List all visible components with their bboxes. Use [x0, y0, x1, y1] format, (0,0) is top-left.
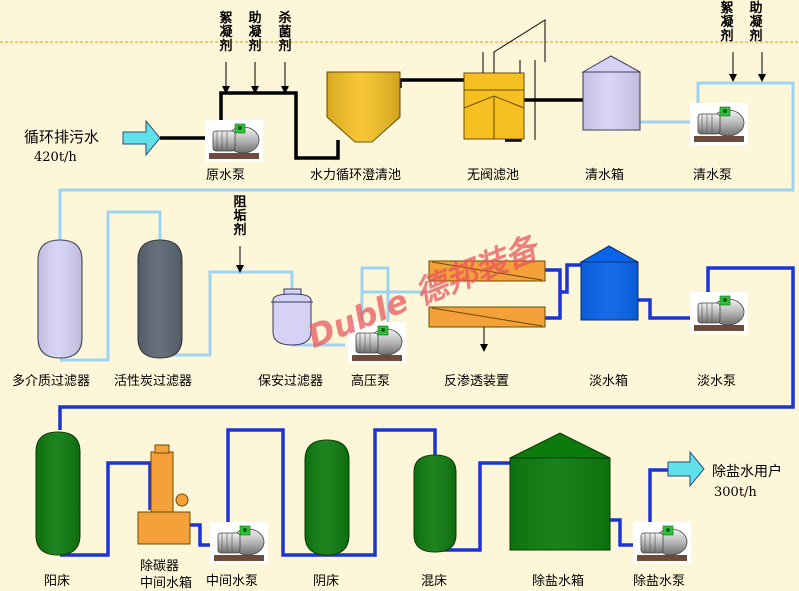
hp-pump-label: 高压泵: [351, 374, 391, 389]
clarifier-label: 水力循环澄清池: [310, 168, 402, 183]
security-filter-label: 保安过滤器: [258, 374, 324, 389]
dosing-bactericide-label: 杀菌剂: [278, 11, 292, 54]
clear-pump-label: 清水泵: [693, 168, 733, 183]
outlet-flow-label: 300t/h: [714, 485, 757, 500]
dosing-arrows: [222, 52, 766, 273]
clear-pump-icon: [690, 103, 748, 145]
valveless-filter: [463, 19, 546, 140]
mixed-bed: [413, 454, 457, 553]
fresh-pump-label: 淡水泵: [697, 374, 737, 389]
multimedia-filter: [37, 239, 83, 359]
inlet-label: 循环排污水: [24, 128, 100, 146]
carbon-filter: [137, 239, 183, 359]
demin-water-tank: [509, 432, 611, 551]
security-filter: [271, 288, 313, 346]
clarifier-tank: [326, 71, 401, 143]
dosing-flocculant-label: 絮凝剂: [219, 11, 233, 54]
raw-pump-icon: [205, 120, 263, 162]
pipe-dark: [58, 263, 795, 557]
demin-pump-icon: [633, 522, 691, 564]
mixed-bed-label: 混床: [421, 574, 448, 589]
cation-bed: [35, 431, 81, 556]
pipe-light: [58, 81, 795, 362]
watermark-text: Duble 德邦装备: [302, 228, 546, 356]
dosing-flocculant2-label: 絮凝剂: [720, 1, 734, 44]
mid-tank-label: 中间水箱: [140, 576, 193, 591]
ro-unit: [428, 260, 546, 352]
clear-tank-label: 清水箱: [585, 168, 625, 183]
ro-unit-label: 反渗透装置: [444, 374, 510, 389]
dosing-coagulant-aid-label: 助凝剂: [248, 11, 262, 54]
mid-pump-label: 中间水泵: [206, 574, 259, 589]
valveless-filter-label: 无阀滤池: [467, 168, 520, 183]
decarbonizer-label: 除碳器: [140, 559, 180, 574]
anion-bed-label: 阴床: [313, 574, 340, 589]
mid-pump-icon: [210, 522, 268, 564]
pumps: [205, 103, 748, 564]
fresh-tank-label: 淡水箱: [589, 374, 629, 389]
fresh-pump-icon: [690, 292, 748, 334]
anion-bed: [304, 439, 350, 556]
fresh-water-tank: [579, 245, 639, 321]
raw-pump-label: 原水泵: [206, 168, 246, 183]
hp-pump-icon: [348, 322, 406, 364]
inlet-arrow: [122, 119, 161, 157]
watermark: Duble 德邦装备: [302, 228, 546, 356]
demin-pump-label: 除盐水泵: [633, 574, 686, 589]
carbon-filter-label: 活性炭过滤器: [114, 374, 193, 389]
multimedia-filter-label: 多介质过滤器: [12, 374, 91, 389]
inlet-flow-label: 420t/h: [34, 150, 77, 165]
outlet-arrow: [667, 450, 705, 488]
dosing-antiscalant-label: 阻垢剂: [233, 195, 247, 238]
demin-tank-label: 除盐水箱: [532, 574, 585, 589]
dosing-coagulant-aid2-label: 助凝剂: [749, 1, 763, 44]
cation-bed-label: 阳床: [44, 574, 71, 589]
outlet-label: 除盐水用户: [712, 464, 782, 480]
clear-water-tank: [581, 55, 641, 131]
decarbonizer: [137, 444, 191, 545]
